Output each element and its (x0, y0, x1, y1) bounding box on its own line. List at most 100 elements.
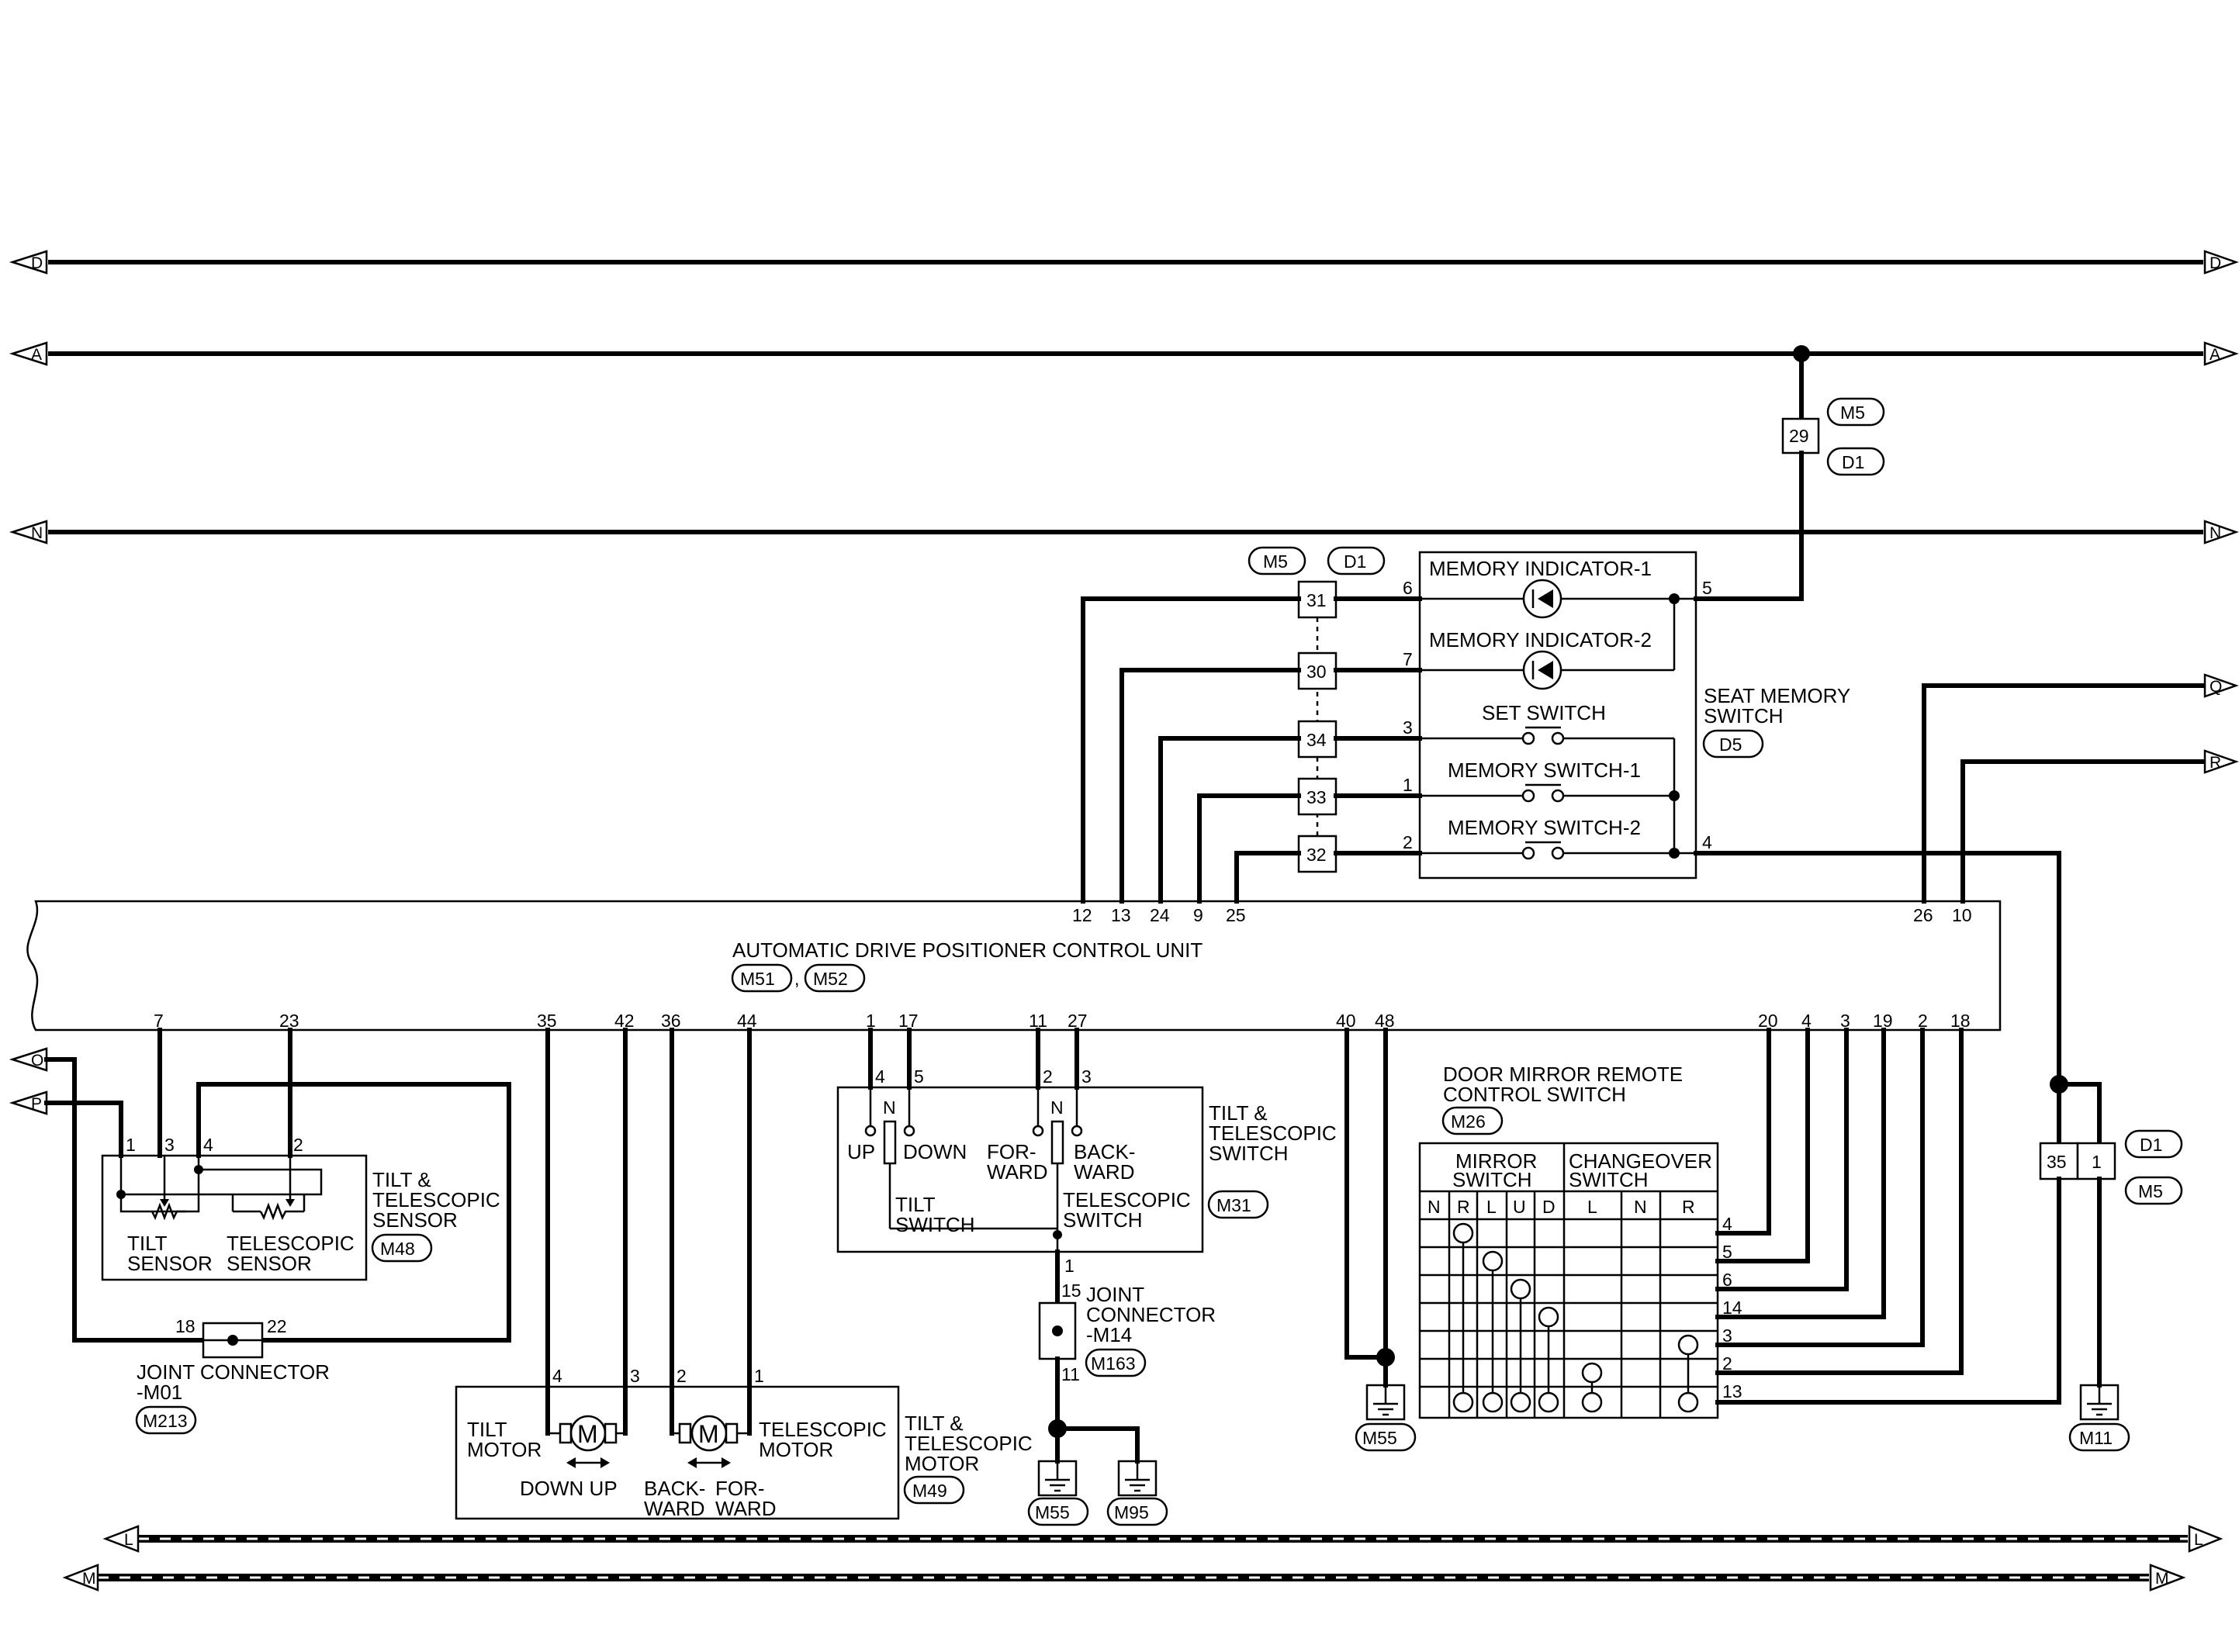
svg-text:SWITCH: SWITCH (1452, 1168, 1532, 1191)
svg-text:M: M (698, 1420, 719, 1448)
svg-text:M49: M49 (912, 1481, 947, 1501)
svg-text:3: 3 (164, 1135, 175, 1155)
svg-text:M: M (2155, 1570, 2169, 1588)
svg-text:MEMORY INDICATOR-2: MEMORY INDICATOR-2 (1429, 628, 1652, 651)
svg-text:5: 5 (914, 1066, 924, 1087)
svg-text:DOWN: DOWN (903, 1140, 967, 1163)
svg-text:-M01: -M01 (137, 1381, 182, 1404)
svg-text:M5: M5 (2138, 1181, 2163, 1201)
svg-text:AUTOMATIC DRIVE POSITIONER CON: AUTOMATIC DRIVE POSITIONER CONTROL UNIT (732, 938, 1203, 962)
svg-text:D5: D5 (1719, 734, 1742, 755)
svg-text:2: 2 (1918, 1011, 1928, 1031)
seat-memory-switch: MEMORY INDICATOR-1 MEMORY INDICATOR-2 SE… (1403, 551, 1850, 880)
svg-text:3: 3 (1840, 1011, 1850, 1031)
svg-text:D: D (2210, 254, 2221, 272)
svg-text:13: 13 (1722, 1381, 1742, 1401)
svg-text:42: 42 (614, 1011, 635, 1031)
ground-m55-m95: M55 M95 (1027, 1419, 1168, 1526)
bus-line-o: O (9, 1047, 48, 1072)
svg-text:M26: M26 (1451, 1111, 1486, 1132)
svg-text:R: R (1682, 1197, 1695, 1217)
svg-text:1: 1 (2092, 1152, 2102, 1172)
bus-line-l: L L (102, 1525, 2223, 1553)
svg-text:M: M (577, 1420, 598, 1448)
svg-text:TILT: TILT (467, 1418, 507, 1441)
svg-text:TILT: TILT (127, 1232, 168, 1255)
svg-text:4: 4 (1702, 832, 1712, 852)
joint-connector-m01: 18 22 JOINT CONNECTOR -M01 M213 (135, 1316, 330, 1435)
svg-text:MEMORY INDICATOR-1: MEMORY INDICATOR-1 (1429, 557, 1652, 580)
svg-text:TILT: TILT (895, 1193, 936, 1216)
svg-text:6: 6 (1722, 1270, 1732, 1290)
svg-text:SENSOR: SENSOR (127, 1252, 213, 1275)
control-unit: AUTOMATIC DRIVE POSITIONER CONTROL UNIT … (26, 900, 2002, 1032)
connector-stack-m5-d1: M5 D1 31 30 34 33 32 (1248, 546, 1386, 873)
svg-text:WARD: WARD (1074, 1160, 1134, 1184)
svg-text:M55: M55 (1035, 1502, 1070, 1522)
svg-text:9: 9 (1193, 905, 1203, 925)
svg-text:1: 1 (1403, 775, 1413, 795)
svg-text:R: R (1457, 1197, 1470, 1217)
wires-door-mirror (1715, 1028, 2061, 1405)
svg-text:DOOR MIRROR REMOTE: DOOR MIRROR REMOTE (1443, 1063, 1683, 1086)
svg-text:SEAT MEMORY: SEAT MEMORY (1704, 684, 1850, 707)
svg-text:4: 4 (875, 1066, 885, 1087)
svg-text:23: 23 (279, 1011, 299, 1031)
svg-text:N: N (31, 524, 43, 542)
svg-text:6: 6 (1403, 578, 1413, 598)
svg-text:M163: M163 (1091, 1353, 1136, 1374)
svg-text:33: 33 (1306, 787, 1327, 807)
svg-text:M5: M5 (1840, 403, 1865, 423)
wires-seat-memory (1081, 596, 2206, 1146)
svg-text:5: 5 (1702, 578, 1712, 598)
bus-line-n: N N (9, 520, 2239, 544)
svg-text:MEMORY SWITCH-2: MEMORY SWITCH-2 (1448, 816, 1641, 839)
svg-text:17: 17 (898, 1011, 919, 1031)
svg-text:N: N (1427, 1197, 1441, 1217)
svg-text:A: A (31, 346, 42, 364)
svg-text:SWITCH: SWITCH (1704, 704, 1784, 728)
svg-text:1: 1 (754, 1366, 764, 1386)
bus-line-p: P (9, 1090, 48, 1115)
svg-text:19: 19 (1873, 1011, 1893, 1031)
svg-text:3: 3 (1081, 1066, 1092, 1087)
svg-text:M51: M51 (740, 969, 775, 989)
svg-text:5: 5 (1722, 1242, 1732, 1262)
switch-contacts (1452, 1222, 1699, 1413)
bus-line-d: D D (9, 250, 2239, 275)
svg-text:2: 2 (1043, 1066, 1053, 1087)
svg-text:WARD: WARD (715, 1497, 776, 1520)
svg-text:3: 3 (1403, 717, 1413, 738)
svg-text:1: 1 (1064, 1256, 1075, 1276)
svg-text:SWITCH: SWITCH (1063, 1208, 1143, 1232)
svg-text:SENSOR: SENSOR (372, 1208, 458, 1232)
svg-text:FOR-: FOR- (987, 1140, 1036, 1163)
svg-text:MOTOR: MOTOR (759, 1438, 833, 1461)
svg-text:20: 20 (1758, 1011, 1778, 1031)
svg-text:DOWN UP: DOWN UP (520, 1477, 618, 1500)
connector-29: 29 M5 D1 (1781, 345, 1885, 601)
svg-text:N: N (883, 1097, 896, 1118)
svg-text:27: 27 (1068, 1011, 1088, 1031)
svg-text:22: 22 (267, 1316, 287, 1336)
svg-text:40: 40 (1336, 1011, 1356, 1031)
connector-35-1: 35 1 D1 M5 M11 (2039, 1075, 2183, 1452)
svg-text:MOTOR: MOTOR (467, 1438, 542, 1461)
svg-text:18: 18 (1950, 1011, 1971, 1031)
svg-text:2: 2 (1403, 832, 1413, 852)
svg-text:36: 36 (661, 1011, 681, 1031)
svg-text:MOTOR: MOTOR (905, 1452, 979, 1475)
svg-text:L: L (1587, 1197, 1597, 1217)
svg-text:44: 44 (737, 1011, 757, 1031)
bus-line-q: Q (2203, 673, 2239, 698)
bus-line-a: A A (9, 341, 2239, 366)
svg-text:1: 1 (126, 1135, 136, 1155)
svg-text:TELESCOPIC: TELESCOPIC (1063, 1188, 1191, 1211)
svg-text:7: 7 (1403, 649, 1413, 669)
svg-text:11: 11 (1061, 1364, 1080, 1384)
svg-text:25: 25 (1226, 905, 1246, 925)
svg-text:4: 4 (552, 1366, 562, 1386)
svg-text:TILT &: TILT & (372, 1168, 431, 1191)
svg-text:TELESCOPIC: TELESCOPIC (227, 1232, 355, 1255)
tilt-telescopic-sensor: 1 3 4 2 TILT SENSOR TELESCOPIC SENSOR TI… (101, 1135, 500, 1281)
